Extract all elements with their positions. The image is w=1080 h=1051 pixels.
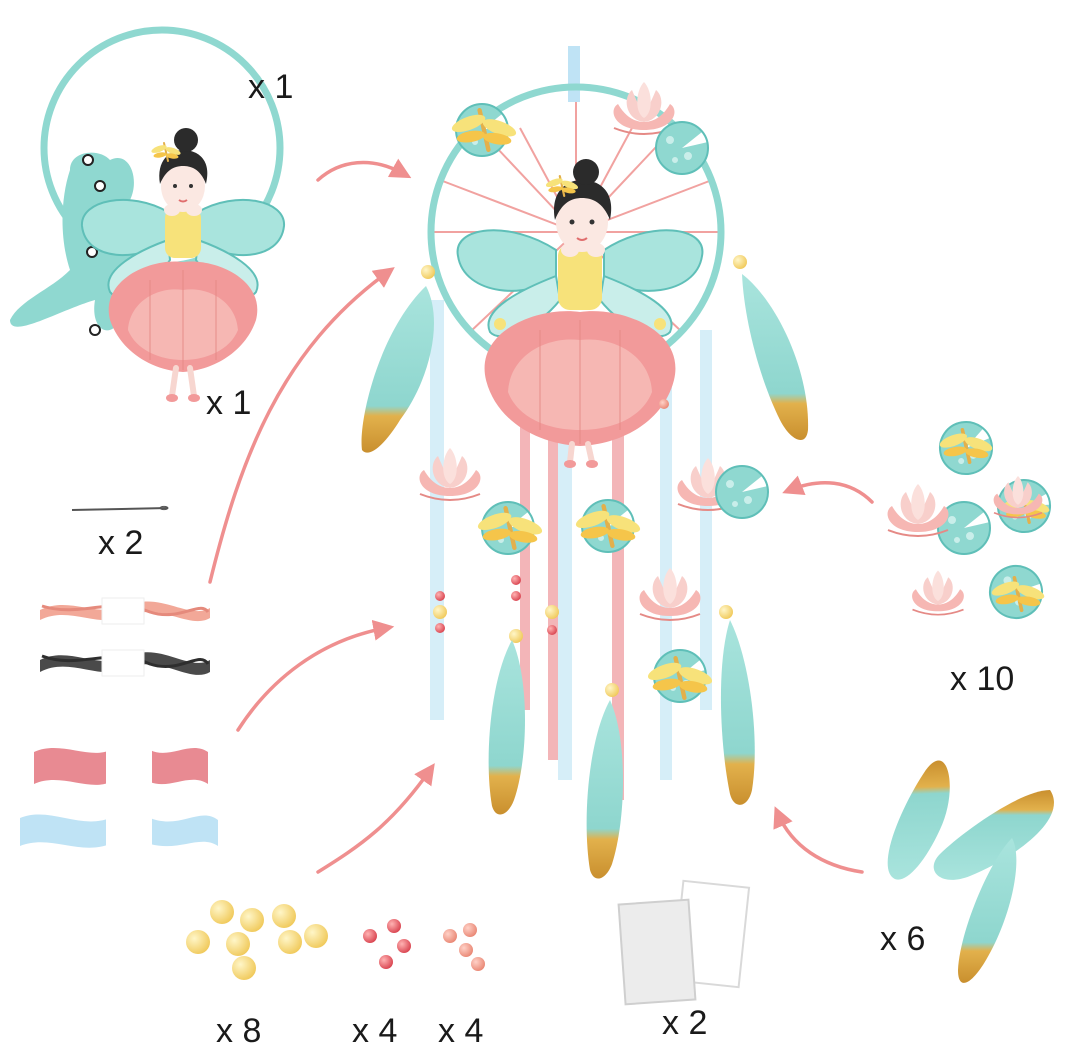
fairy-cutout — [80, 128, 286, 402]
blue-ribbon — [20, 814, 218, 848]
red-beads — [363, 919, 411, 969]
qty-red-beads: x 4 — [352, 1012, 398, 1050]
needle — [71, 505, 169, 511]
pink-thread-skein — [40, 597, 210, 625]
glitter-sheets — [617, 879, 751, 1006]
arrow-beads — [316, 763, 435, 874]
arrow-feathers — [773, 806, 864, 874]
arrow-hoop — [316, 158, 412, 182]
qty-pink-beads: x 4 — [438, 1012, 484, 1050]
loose-feathers — [887, 760, 1054, 983]
arrow-ribbons — [236, 619, 395, 732]
pink-ribbon — [34, 748, 208, 786]
qty-feathers: x 6 — [880, 920, 926, 958]
assembled-dreamcatcher — [361, 46, 809, 879]
loose-flower-pieces — [886, 416, 1056, 627]
qty-flowers: x 10 — [950, 660, 1015, 698]
arrow-flowers — [782, 475, 874, 504]
arrow-threads — [208, 267, 395, 584]
qty-gold-beads: x 8 — [216, 1012, 262, 1050]
qty-needle: x 2 — [98, 524, 144, 562]
grey-thread-skein — [40, 649, 210, 677]
qty-glitter-sheets: x 2 — [662, 1004, 708, 1042]
arrows — [208, 158, 874, 874]
qty-fairy: x 1 — [206, 384, 252, 422]
pink-beads — [443, 923, 485, 971]
gold-beads — [186, 900, 328, 980]
qty-hoop: x 1 — [248, 68, 294, 106]
